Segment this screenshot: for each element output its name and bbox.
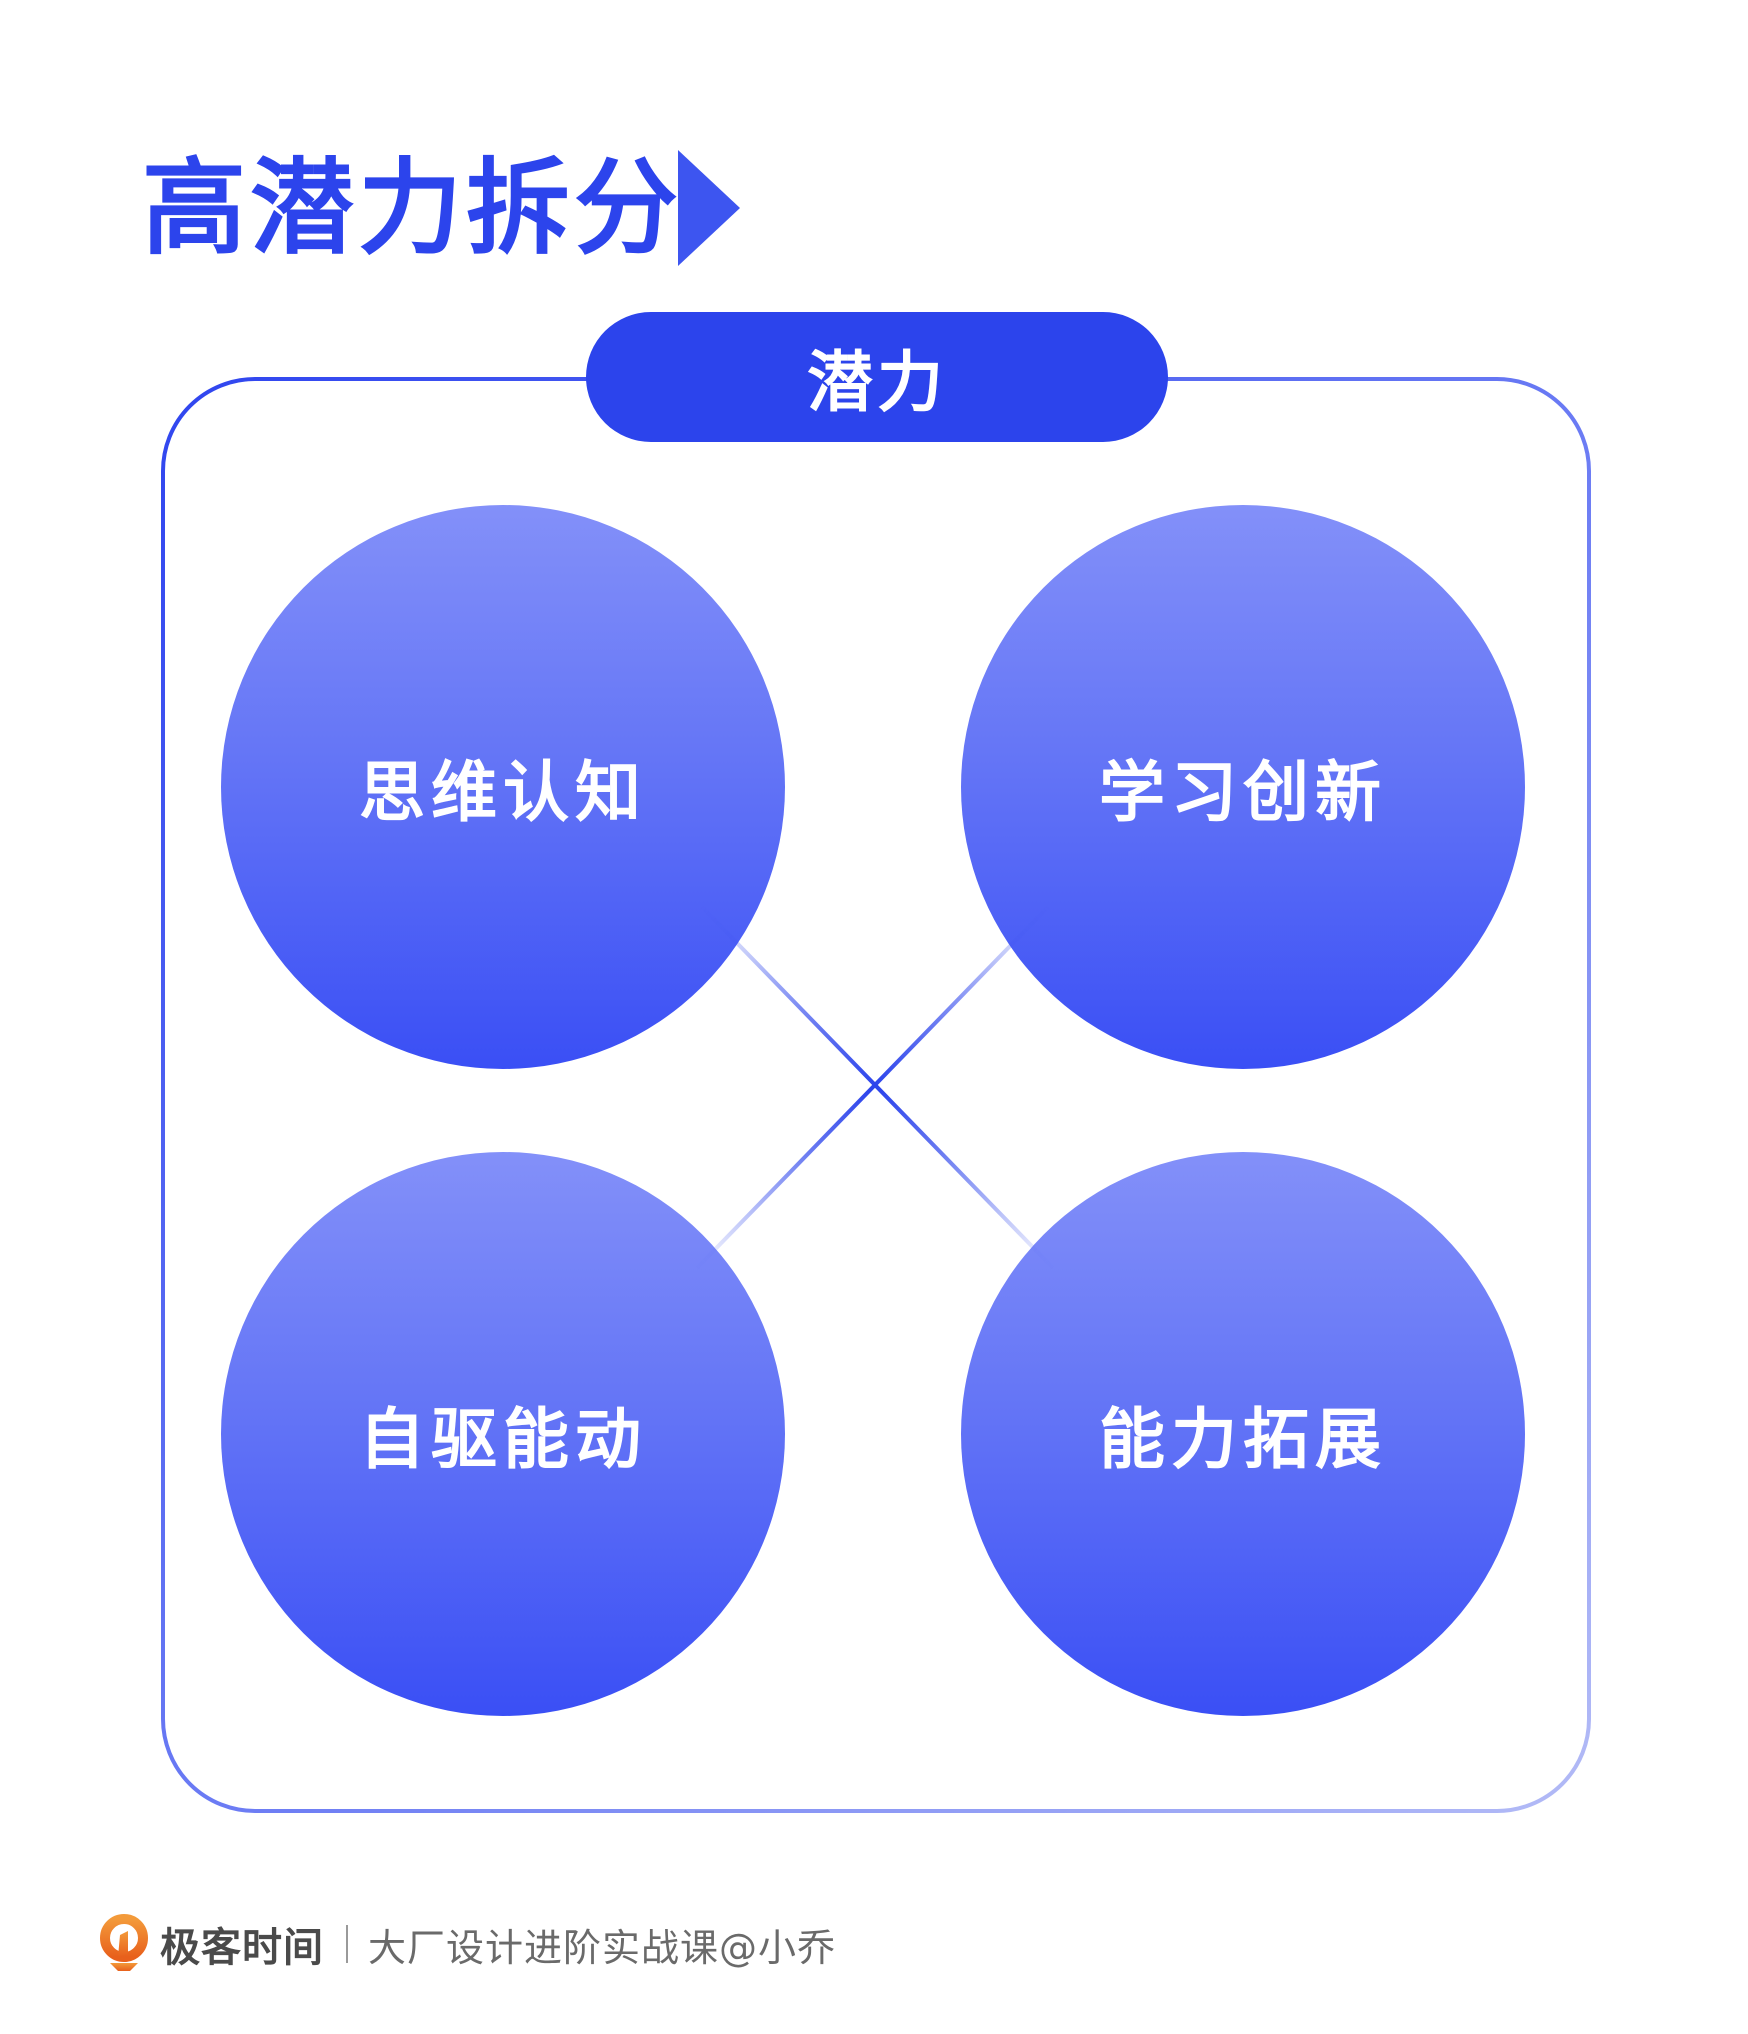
page-title: 高潜力拆分	[142, 147, 683, 269]
geektime-logo-icon	[100, 1914, 148, 1971]
course-credit: 大厂设计进阶实战课@小乔	[368, 1925, 837, 1970]
footer-separator	[346, 1925, 348, 1963]
node-thinking-cognition: 思维认知	[221, 505, 785, 1069]
node-label: 学习创新	[1099, 754, 1387, 831]
node-learning-innovation: 学习创新	[961, 505, 1525, 1069]
play-triangle-icon	[678, 150, 740, 266]
center-label: 潜力	[807, 344, 947, 421]
node-self-motivation: 自驱能动	[221, 1152, 785, 1716]
brand-name: 极客时间	[160, 1925, 324, 1971]
connector-line-a	[698, 903, 1057, 1272]
footer: 极客时间 大厂设计进阶实战课@小乔	[98, 1912, 836, 1976]
center-label-pill: 潜力	[586, 312, 1168, 442]
node-ability-expansion: 能力拓展	[961, 1152, 1525, 1716]
node-label: 自驱能动	[359, 1401, 647, 1478]
node-label: 能力拓展	[1099, 1401, 1387, 1478]
node-label: 思维认知	[359, 754, 647, 831]
connector-line-b	[693, 903, 1052, 1272]
